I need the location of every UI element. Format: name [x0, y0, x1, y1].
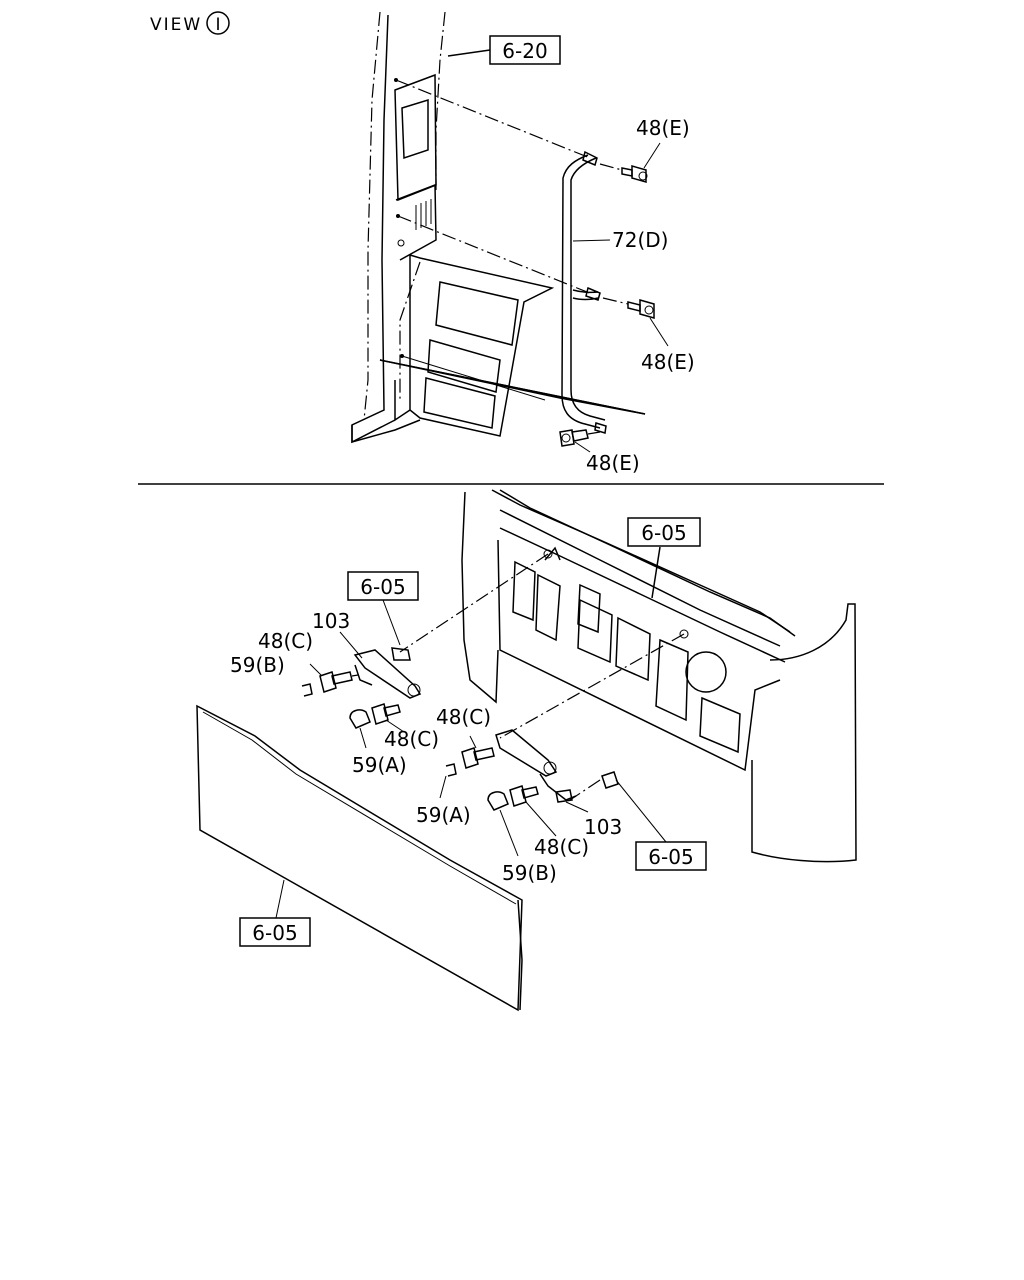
label-48e-lower: 48(E) — [586, 451, 640, 475]
ref-6-20-label: 6-20 — [502, 39, 547, 63]
label-72d: 72(D) — [612, 228, 668, 252]
pipe-drawing — [379, 79, 646, 434]
label-103-left: 103 — [312, 609, 350, 633]
view-marker: I — [215, 15, 220, 35]
right-fastener-parts — [439, 735, 667, 857]
ref-6-05-lid-box: 6-05 — [239, 879, 311, 947]
view-label: VIEW — [150, 15, 202, 35]
ref-6-05-top-box: 6-05 — [627, 517, 701, 599]
ref-6-05-bracket-left-label: 6-05 — [360, 575, 405, 599]
ref-6-05-lid-label: 6-05 — [252, 921, 297, 945]
label-48c-mid: 48(C) — [436, 705, 491, 729]
label-48e-middle: 48(E) — [641, 350, 695, 374]
label-103-right: 103 — [584, 815, 622, 839]
right-hinge-bracket — [495, 633, 685, 803]
bolt-48e-upper — [599, 142, 661, 183]
left-fastener-parts — [301, 663, 405, 749]
ref-6-05-bracket-left-box: 6-05 — [347, 571, 419, 646]
ref-6-05-right-box: 6-05 — [635, 841, 707, 871]
label-48c-right: 48(C) — [534, 835, 589, 859]
label-48c-left-a: 48(C) — [258, 629, 313, 653]
ref-6-05-right-label: 6-05 — [648, 845, 693, 869]
lid-panel — [196, 704, 523, 1012]
label-59b-right: 59(B) — [502, 861, 557, 885]
bolt-48e-lower — [559, 429, 601, 453]
label-59b-left: 59(B) — [230, 653, 285, 677]
ref-6-05-top-label: 6-05 — [641, 521, 686, 545]
left-hinge-bracket — [353, 553, 549, 699]
bolt-48e-middle — [602, 297, 669, 347]
label-48e-upper: 48(E) — [636, 116, 690, 140]
leader-72d — [572, 239, 611, 242]
label-59a-left: 59(A) — [352, 753, 407, 777]
view-marker-circle — [206, 11, 230, 35]
ref-6-20-box: 6-20 — [447, 35, 561, 65]
cab-front-panel-drawing — [461, 489, 857, 863]
label-59a-mid: 59(A) — [416, 803, 471, 827]
label-48c-left-b: 48(C) — [384, 727, 439, 751]
cab-pillar-drawing — [351, 11, 555, 444]
